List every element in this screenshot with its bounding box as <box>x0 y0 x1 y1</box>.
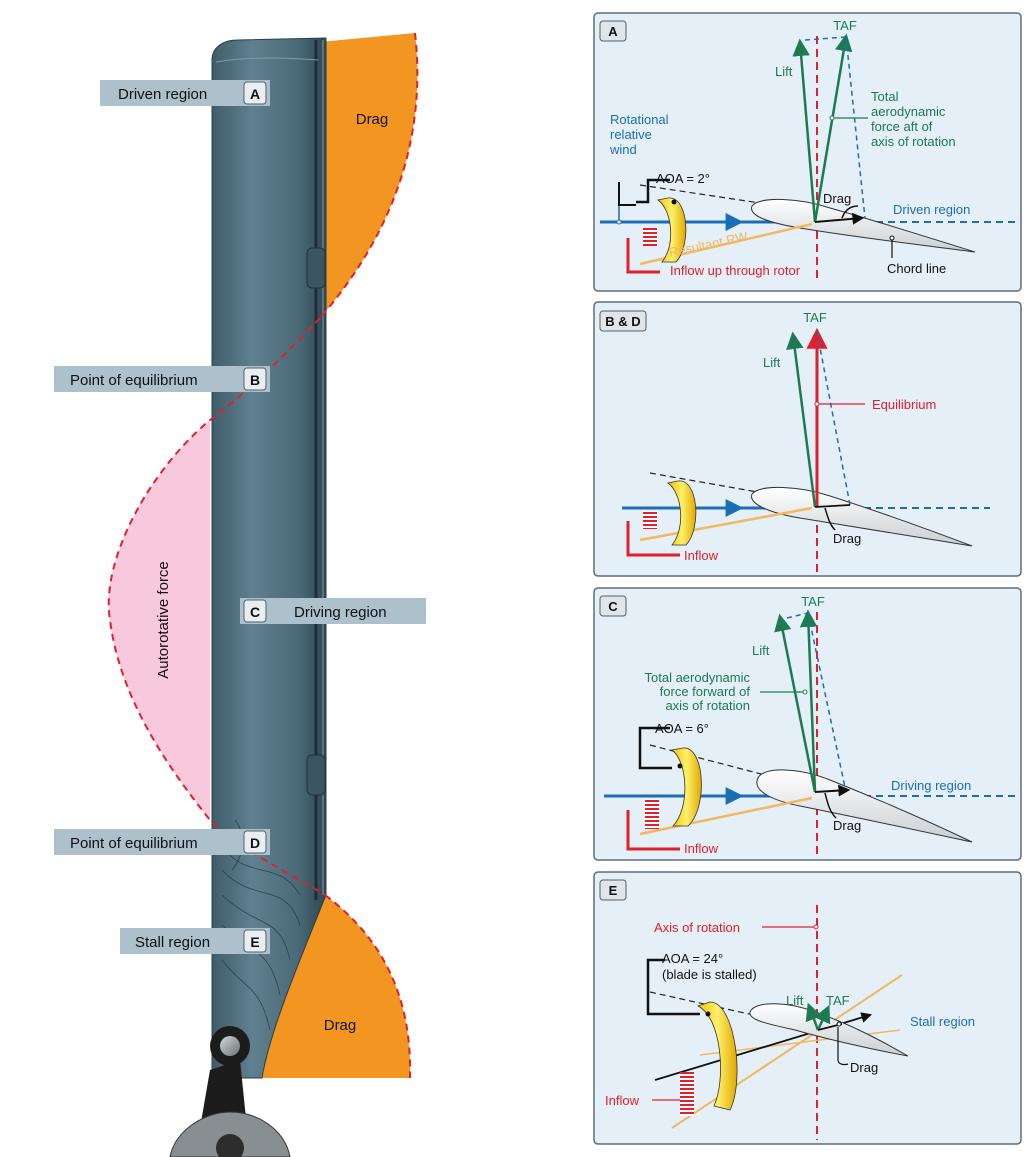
panel-bd: B & D TAF Lift Equilibrium Drag Inflow <box>593 301 1022 577</box>
drag-label-bottom: Drag <box>324 1017 357 1034</box>
svg-text:Stall region: Stall region <box>135 934 210 951</box>
svg-text:D: D <box>250 835 260 851</box>
svg-text:Rotational: Rotational <box>610 112 669 127</box>
drag-label-top: Drag <box>356 111 389 128</box>
svg-text:TAF: TAF <box>826 993 850 1008</box>
drag-region-top <box>320 33 418 318</box>
panel-e: E Axis of rotation AOA = 24° (blade is s… <box>593 871 1022 1145</box>
svg-text:A: A <box>250 86 260 102</box>
svg-text:wind: wind <box>609 142 637 157</box>
svg-text:Total aerodynamic: Total aerodynamic <box>645 670 751 685</box>
svg-text:Inflow: Inflow <box>684 548 719 563</box>
svg-text:Inflow up through rotor: Inflow up through rotor <box>670 263 801 278</box>
panel-a: A TAF Lift <box>593 12 1022 292</box>
svg-text:Lift: Lift <box>786 993 804 1008</box>
svg-text:Driving region: Driving region <box>294 604 387 621</box>
svg-text:force aft of: force aft of <box>871 119 933 134</box>
svg-text:(blade is stalled): (blade is stalled) <box>662 967 757 982</box>
svg-text:axis of rotation: axis of rotation <box>665 698 750 713</box>
svg-text:AOA = 2°: AOA = 2° <box>656 171 710 186</box>
svg-text:Axis of rotation: Axis of rotation <box>654 920 740 935</box>
svg-text:TAF: TAF <box>803 310 827 325</box>
drag-region-bottom <box>260 895 411 1078</box>
svg-text:B: B <box>250 372 260 388</box>
svg-text:B & D: B & D <box>605 314 640 329</box>
svg-text:E: E <box>250 934 259 950</box>
svg-text:Lift: Lift <box>775 64 793 79</box>
region-label-d: Point of equilibrium D <box>54 829 270 855</box>
region-label-e: Stall region E <box>120 928 270 954</box>
svg-text:Drag: Drag <box>833 531 861 546</box>
svg-text:Lift: Lift <box>752 643 770 658</box>
region-label-c: C Driving region <box>240 598 426 624</box>
blade-figure <box>107 32 419 1157</box>
svg-text:C: C <box>608 599 618 614</box>
rotor-blade <box>211 37 327 1079</box>
svg-text:Point of equilibrium: Point of equilibrium <box>70 835 198 852</box>
svg-text:force forward of: force forward of <box>660 684 751 699</box>
svg-text:Inflow: Inflow <box>684 841 719 856</box>
svg-text:Driving region: Driving region <box>891 778 971 793</box>
region-label-b: Point of equilibrium B <box>54 366 270 392</box>
panel-c: C TAF Lift Total aerodynamic force forwa… <box>593 587 1022 861</box>
region-label-a: Driven region A <box>100 80 270 106</box>
svg-text:C: C <box>250 604 260 620</box>
svg-text:A: A <box>608 24 618 39</box>
svg-text:TAF: TAF <box>801 594 825 609</box>
svg-text:Chord line: Chord line <box>887 261 946 276</box>
svg-text:E: E <box>609 883 618 898</box>
svg-text:TAF: TAF <box>833 18 857 33</box>
svg-text:Drag: Drag <box>850 1060 878 1075</box>
svg-text:relative: relative <box>610 127 652 142</box>
svg-text:Equilibrium: Equilibrium <box>872 397 936 412</box>
svg-text:Driven region: Driven region <box>118 86 207 103</box>
svg-text:Drag: Drag <box>823 191 851 206</box>
svg-text:Drag: Drag <box>833 818 861 833</box>
svg-text:AOA = 24°: AOA = 24° <box>662 951 723 966</box>
svg-text:Lift: Lift <box>763 355 781 370</box>
svg-text:AOA = 6°: AOA = 6° <box>655 721 709 736</box>
svg-text:Stall region: Stall region <box>910 1014 975 1029</box>
svg-text:Point of equilibrium: Point of equilibrium <box>70 372 198 389</box>
autorotative-region <box>108 420 210 820</box>
svg-text:aerodynamic: aerodynamic <box>871 104 946 119</box>
autorotative-force-label: Autorotative force <box>155 561 172 679</box>
svg-text:Driven region: Driven region <box>893 202 970 217</box>
svg-text:Inflow: Inflow <box>605 1093 640 1108</box>
svg-text:Total: Total <box>871 89 899 104</box>
svg-text:axis of rotation: axis of rotation <box>871 134 956 149</box>
